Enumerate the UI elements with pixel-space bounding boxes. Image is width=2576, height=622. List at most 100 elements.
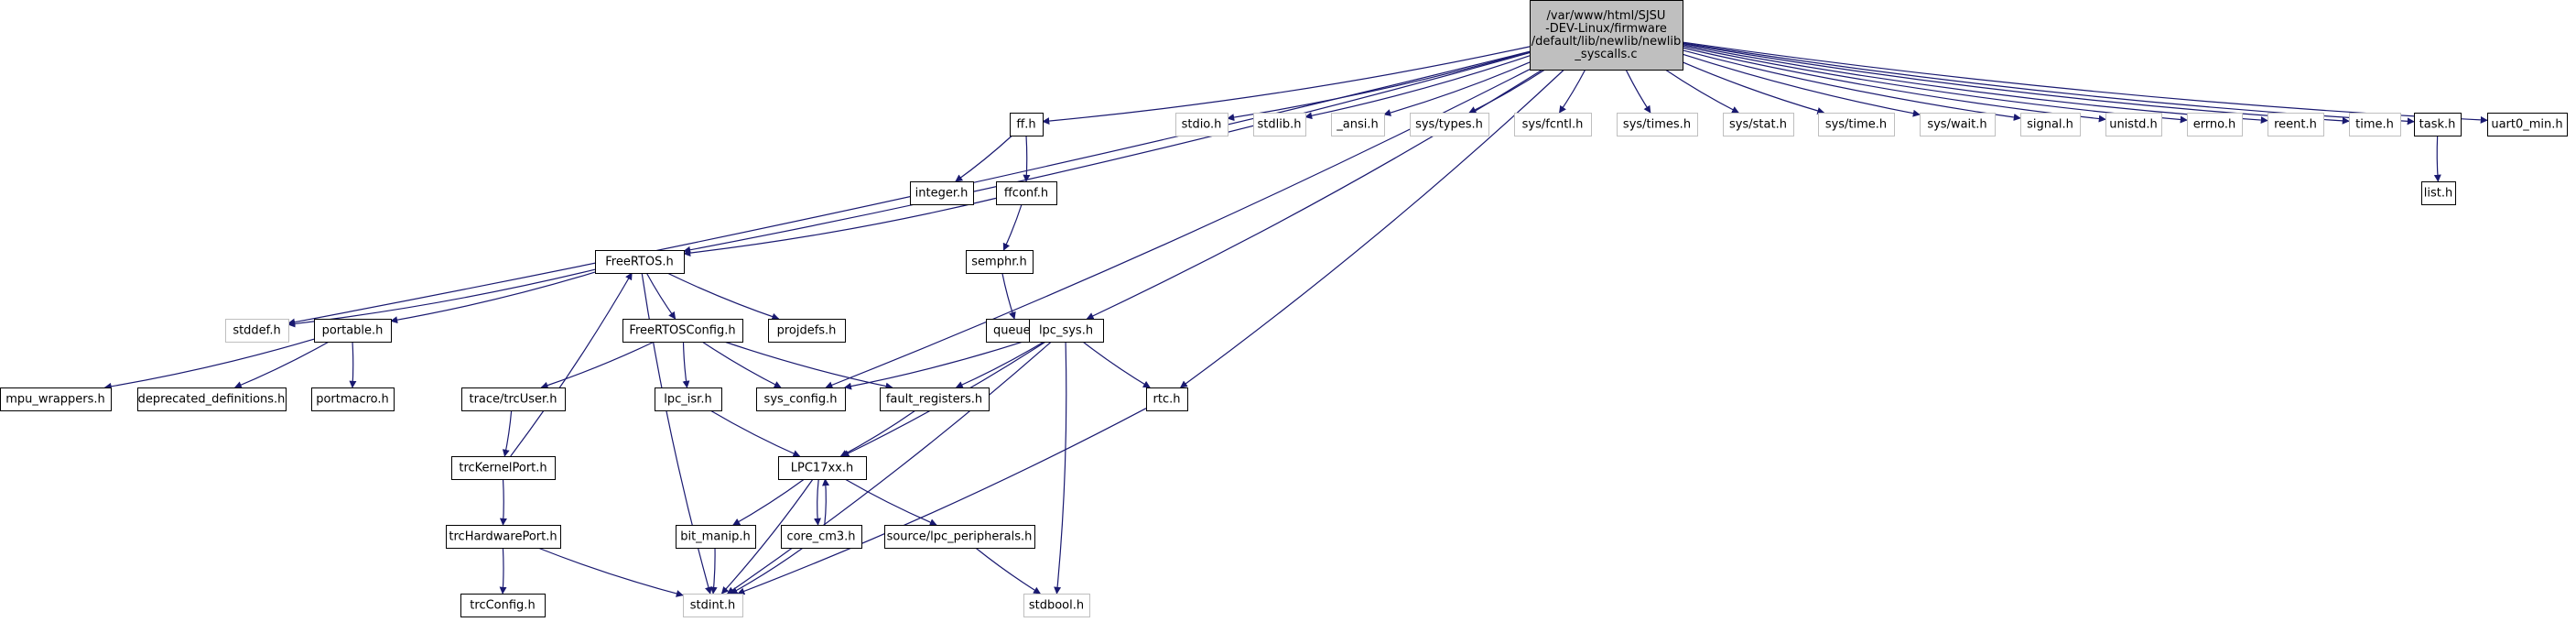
- node-box[interactable]: [910, 181, 974, 205]
- node-box[interactable]: [2349, 113, 2401, 136]
- node-box[interactable]: [683, 594, 743, 617]
- node-task-h[interactable]: task.h: [2414, 113, 2462, 136]
- node-box[interactable]: [461, 387, 566, 411]
- node-box[interactable]: [756, 387, 846, 411]
- node-box[interactable]: [0, 387, 112, 411]
- node-errno-h[interactable]: errno.h: [2187, 113, 2243, 136]
- node-unistd-h[interactable]: unistd.h: [2105, 113, 2162, 136]
- node-uart0-min-h[interactable]: uart0_min.h: [2487, 113, 2568, 136]
- node-lpc17xx-h[interactable]: LPC17xx.h: [778, 456, 867, 480]
- node-sys-times-h[interactable]: sys/times.h: [1617, 113, 1698, 136]
- node-box[interactable]: [880, 387, 990, 411]
- node-label: sys_config.h: [764, 393, 838, 407]
- node-lpc-isr-h[interactable]: lpc_isr.h: [655, 387, 722, 411]
- node-box[interactable]: [966, 250, 1034, 274]
- node-trckernelport-h[interactable]: trcKernelPort.h: [451, 456, 556, 480]
- edge-task-h-to-list-h: [2433, 135, 2441, 182]
- node-box[interactable]: [1253, 113, 1306, 136]
- node-freertosconfig-h[interactable]: FreeRTOSConfig.h: [622, 319, 743, 343]
- node-integer-h[interactable]: integer.h: [910, 181, 974, 205]
- node-box[interactable]: [137, 387, 287, 411]
- node-stdbool-h[interactable]: stdbool.h: [1023, 594, 1090, 617]
- node-box[interactable]: [1514, 113, 1592, 136]
- node-box[interactable]: [1818, 113, 1895, 136]
- node-time-h[interactable]: time.h: [2349, 113, 2401, 136]
- node-box[interactable]: [460, 594, 546, 617]
- node-root[interactable]: /var/www/html/SJSU-DEV-Linux/firmware/de…: [1530, 0, 1683, 71]
- node-box[interactable]: [2020, 113, 2081, 136]
- node-sys-types-h[interactable]: sys/types.h: [1410, 113, 1489, 136]
- node-semphr-h[interactable]: semphr.h: [966, 250, 1034, 274]
- node-label: semphr.h: [971, 256, 1026, 269]
- node-mpu-wrappers-h[interactable]: mpu_wrappers.h: [0, 387, 112, 411]
- node-label: sys/fcntl.h: [1522, 118, 1584, 132]
- node-deprecated-definitions-h[interactable]: deprecated_definitions.h: [137, 387, 287, 411]
- node-box[interactable]: [595, 250, 685, 274]
- node-box[interactable]: [314, 319, 392, 343]
- edge-freertosconfig-h-to-lpc-isr-h: [682, 341, 690, 388]
- node-reent-h[interactable]: reent.h: [2268, 113, 2324, 136]
- node-box[interactable]: [446, 525, 561, 549]
- node-box[interactable]: [1920, 113, 1996, 136]
- node-box[interactable]: [622, 319, 743, 343]
- node-box[interactable]: [1029, 319, 1104, 343]
- node-box[interactable]: [768, 319, 846, 343]
- node-stdint-h[interactable]: stdint.h: [683, 594, 743, 617]
- node-sys-fcntl-h[interactable]: sys/fcntl.h: [1514, 113, 1592, 136]
- node-box[interactable]: [2421, 181, 2456, 205]
- node-stdio-h[interactable]: stdio.h: [1175, 113, 1228, 136]
- node-stdlib-h[interactable]: stdlib.h: [1253, 113, 1306, 136]
- edge-root-to-time-h: [1682, 43, 2350, 125]
- node-box[interactable]: [1175, 113, 1228, 136]
- node-bit-manip-h[interactable]: bit_manip.h: [676, 525, 756, 549]
- node-box[interactable]: [778, 456, 867, 480]
- node-box[interactable]: [2268, 113, 2324, 136]
- node-label: sys/times.h: [1623, 118, 1691, 132]
- node-box[interactable]: [655, 387, 722, 411]
- node-ffconf-h[interactable]: ffconf.h: [996, 181, 1057, 205]
- node-stddef-h[interactable]: stddef.h: [225, 319, 289, 343]
- node-box[interactable]: [225, 319, 289, 343]
- node-box[interactable]: [884, 525, 1035, 549]
- node-box[interactable]: [2105, 113, 2162, 136]
- node-box[interactable]: [1023, 594, 1090, 617]
- edge-portable-h-to-deprecated-definitions-h: [233, 341, 330, 388]
- node-core-cm3-h[interactable]: core_cm3.h: [781, 525, 862, 549]
- node-box[interactable]: [2414, 113, 2462, 136]
- node-box[interactable]: [311, 387, 395, 411]
- node-sys-wait-h[interactable]: sys/wait.h: [1920, 113, 1996, 136]
- node-sys-time-h[interactable]: sys/time.h: [1818, 113, 1895, 136]
- node-trcuser-h[interactable]: trace/trcUser.h: [461, 387, 566, 411]
- node-box[interactable]: [1723, 113, 1794, 136]
- node-freertos-h[interactable]: FreeRTOS.h: [595, 250, 685, 274]
- node-list-h[interactable]: list.h: [2421, 181, 2456, 205]
- node-rtc-h[interactable]: rtc.h: [1146, 387, 1188, 411]
- node-lpc-peripherals-h[interactable]: source/lpc_peripherals.h: [884, 525, 1035, 549]
- node-box[interactable]: [996, 181, 1057, 205]
- node-box[interactable]: [1331, 113, 1385, 136]
- node-sys-config-h[interactable]: sys_config.h: [756, 387, 846, 411]
- node-box[interactable]: [1010, 113, 1044, 136]
- node-signal-h[interactable]: signal.h: [2020, 113, 2081, 136]
- node-sys-stat-h[interactable]: sys/stat.h: [1723, 113, 1794, 136]
- edge-root-to-sys-wait-h: [1682, 53, 1921, 117]
- node-trchardwareport-h[interactable]: trcHardwarePort.h: [446, 525, 561, 549]
- node-box[interactable]: [676, 525, 756, 549]
- node-box[interactable]: [1530, 0, 1683, 71]
- node-box[interactable]: [2187, 113, 2243, 136]
- node-box[interactable]: [451, 456, 556, 480]
- node-box[interactable]: [1617, 113, 1698, 136]
- node-ff-h[interactable]: ff.h: [1010, 113, 1044, 136]
- node-label: source/lpc_peripherals.h: [887, 530, 1033, 544]
- node-lpc-sys-h[interactable]: lpc_sys.h: [1029, 319, 1104, 343]
- node-projdefs-h[interactable]: projdefs.h: [768, 319, 846, 343]
- node-portmacro-h[interactable]: portmacro.h: [311, 387, 395, 411]
- node-box[interactable]: [781, 525, 862, 549]
- node-box[interactable]: [1146, 387, 1188, 411]
- node-ansi-h[interactable]: _ansi.h: [1331, 113, 1385, 136]
- node-trcconfig-h[interactable]: trcConfig.h: [460, 594, 546, 617]
- node-box[interactable]: [2487, 113, 2568, 136]
- node-portable-h[interactable]: portable.h: [314, 319, 392, 343]
- node-box[interactable]: [1410, 113, 1489, 136]
- node-fault-registers-h[interactable]: fault_registers.h: [880, 387, 990, 411]
